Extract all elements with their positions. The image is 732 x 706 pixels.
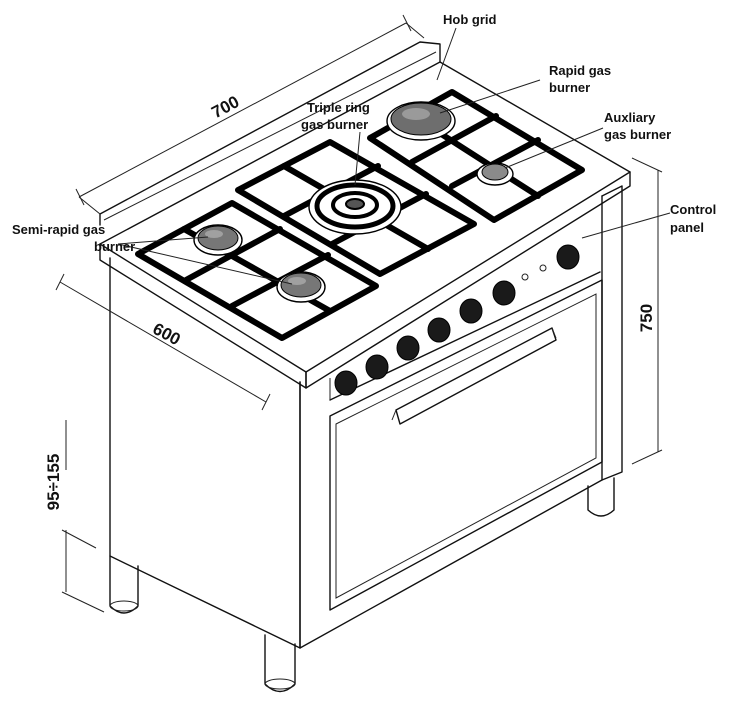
triple-ring-gas-burner <box>308 179 402 235</box>
svg-text:burner: burner <box>549 80 590 95</box>
leader-semi-rapid-2 <box>117 243 293 285</box>
svg-text:Auxliary: Auxliary <box>604 110 656 125</box>
leader-aux-burner <box>504 127 604 169</box>
cooker-legs <box>109 477 615 693</box>
hob-grid-label: Hob grid <box>443 12 496 27</box>
height-dimension: 750 <box>631 157 663 465</box>
height-dimension-label: 750 <box>637 304 656 332</box>
knob-3 <box>396 335 420 361</box>
callout-labels: Hob grid Rapid gas burner Triple ring ga… <box>12 12 716 254</box>
burners <box>193 101 514 303</box>
knob-2 <box>365 354 389 380</box>
width-dimension-label: 700 <box>208 92 242 122</box>
auxiliary-gas-burner <box>476 162 514 186</box>
depth-dimension-label: 600 <box>150 319 184 349</box>
semi-rapid-gas-burner-1 <box>193 224 243 256</box>
svg-text:burner: burner <box>94 239 135 254</box>
leader-control-panel <box>581 212 671 239</box>
leader-rapid-burner <box>439 79 541 114</box>
knob-5 <box>459 298 483 324</box>
rapid-gas-burner <box>386 101 456 141</box>
svg-text:Rapid gas: Rapid gas <box>549 63 611 78</box>
svg-text:gas burner: gas burner <box>604 127 671 142</box>
svg-text:Control: Control <box>670 202 716 217</box>
knob-6 <box>492 280 516 306</box>
rapid-burner-label: Rapid gas burner <box>549 63 611 95</box>
semi-rapid-gas-burner-2 <box>276 271 326 303</box>
indicator-light-2 <box>539 264 547 272</box>
leader-lines <box>117 27 671 285</box>
indicator-light-1 <box>521 273 529 281</box>
oven-door-handle <box>391 327 557 425</box>
svg-text:Semi-rapid gas: Semi-rapid gas <box>12 222 105 237</box>
leg-height-dimension-label: 95÷155 <box>44 454 63 511</box>
knob-4 <box>427 317 451 343</box>
leg-front-left <box>109 555 139 614</box>
knob-7 <box>556 244 580 270</box>
hob-grids <box>135 89 585 341</box>
leader-triple-burner <box>354 131 361 186</box>
semi-rapid-burner-label: Semi-rapid gas burner <box>12 222 135 254</box>
svg-text:Hob grid: Hob grid <box>443 12 496 27</box>
leg-front-right <box>264 634 296 693</box>
triple-burner-label: Triple ring gas burner <box>301 100 370 132</box>
control-knobs <box>334 244 580 396</box>
svg-text:Triple ring: Triple ring <box>307 100 370 115</box>
depth-dimension: 600 <box>55 273 271 411</box>
oven-door <box>329 279 603 611</box>
svg-text:gas burner: gas burner <box>301 117 368 132</box>
aux-burner-label: Auxliary gas burner <box>604 110 671 142</box>
svg-text:panel: panel <box>670 220 704 235</box>
knob-1 <box>334 370 358 396</box>
leader-hob-grid <box>436 27 457 81</box>
leg-back-right <box>587 477 615 517</box>
control-panel-label: Control panel <box>670 202 716 235</box>
leader-semi-rapid-1 <box>117 236 209 245</box>
cooker-body <box>99 41 631 649</box>
leg-height-dimension: 95÷155 <box>44 420 105 613</box>
